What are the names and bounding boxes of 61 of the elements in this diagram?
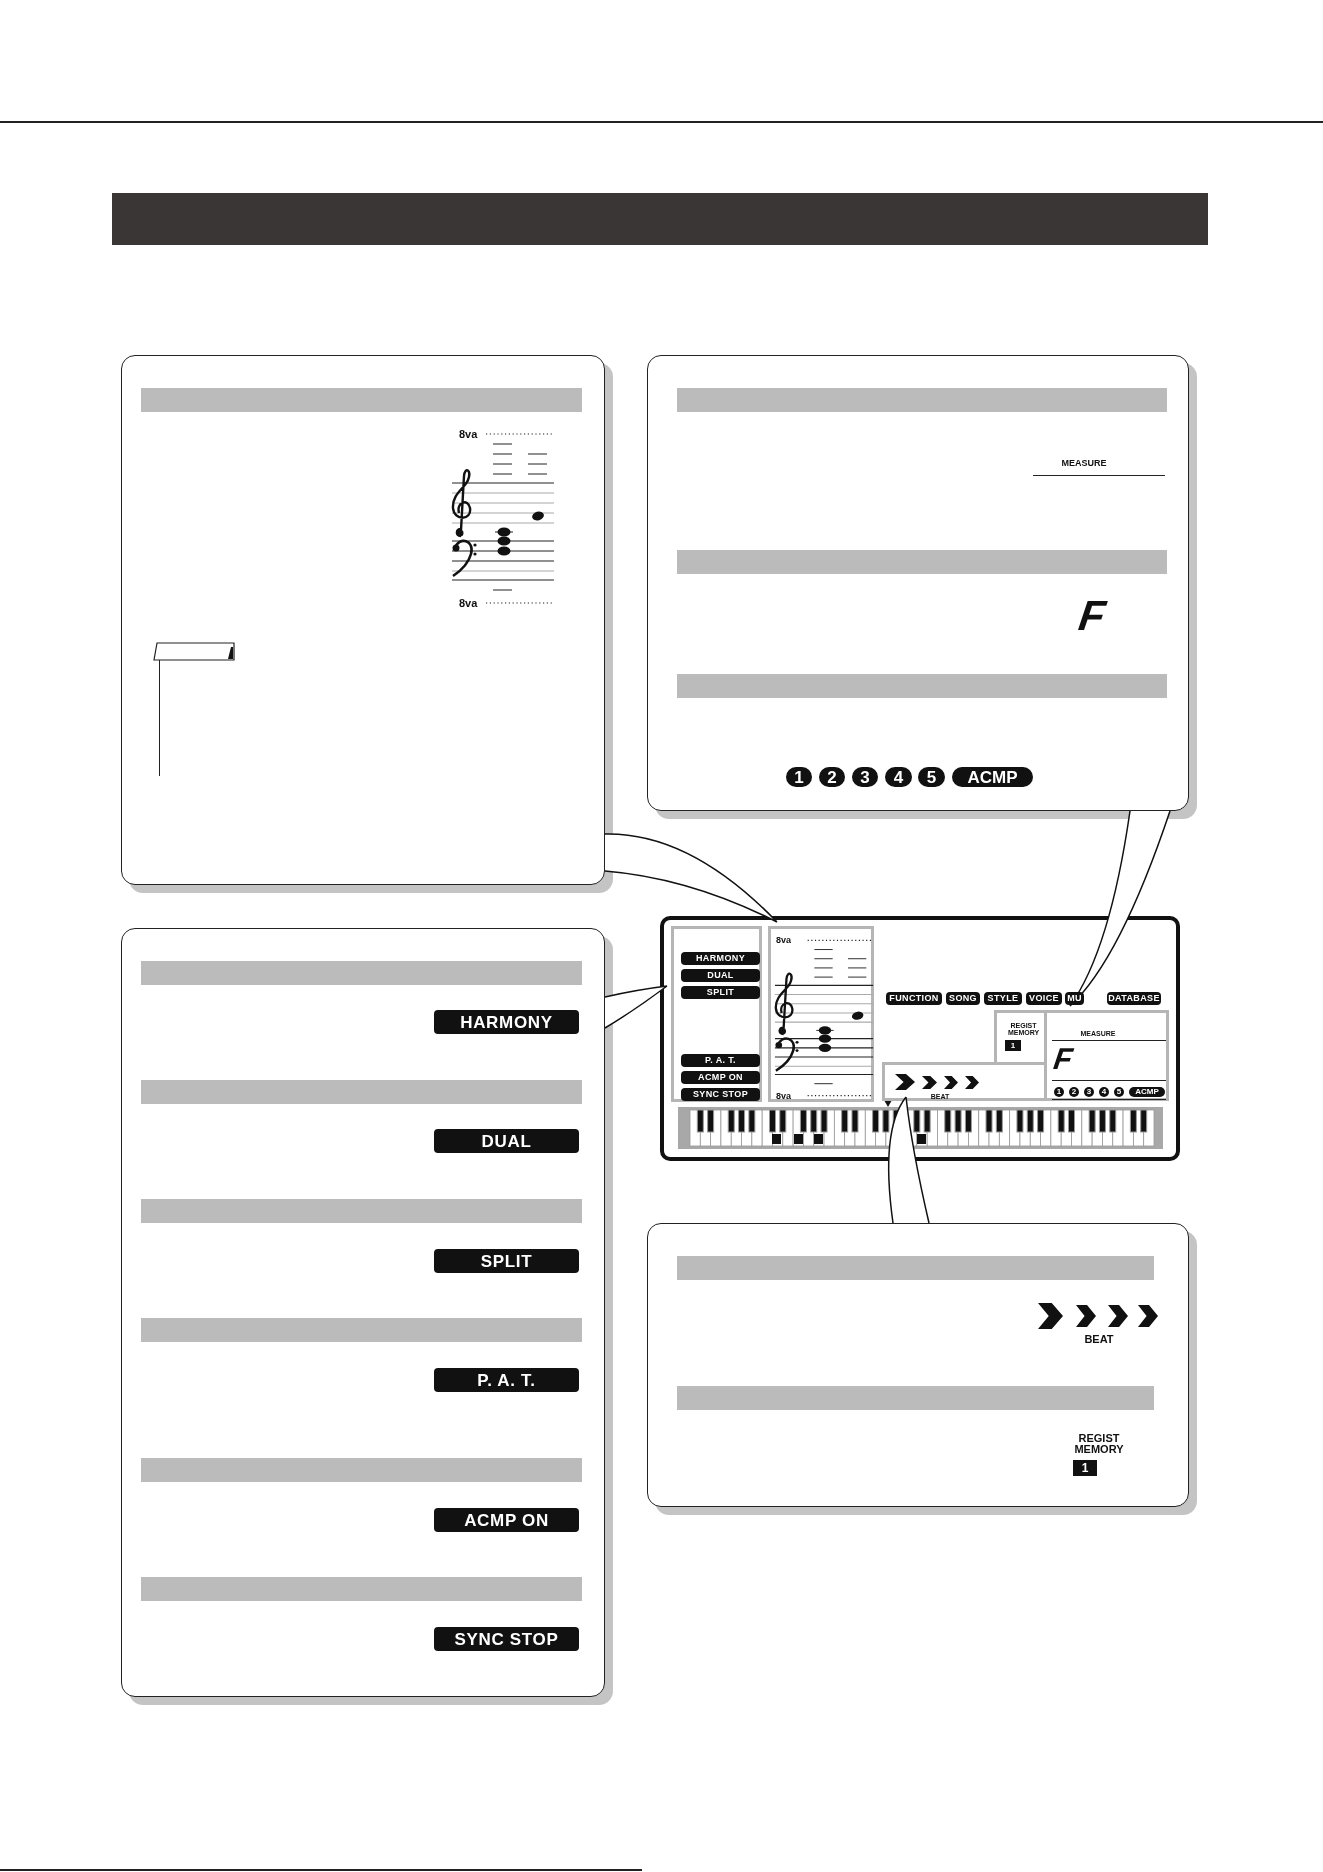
mode-indicator: ACMP ON [434, 1508, 579, 1532]
lcd-display [660, 916, 1180, 1161]
octave-mark: 8va [776, 1091, 793, 1101]
track-indicator: 2 [819, 767, 845, 787]
category-indicator: SONG [946, 992, 980, 1005]
mode-indicator: SYNC STOP [434, 1627, 579, 1651]
track-indicator: 4 [885, 767, 912, 787]
track-indicator: 4 [1099, 1087, 1109, 1097]
heading-bar [141, 1458, 582, 1482]
callout-pointer [887, 1096, 930, 1224]
mode-indicator: P. A. T. [681, 1054, 760, 1067]
category-indicator: MU [1065, 992, 1084, 1005]
beat-label: BEAT [1083, 1333, 1115, 1345]
track-indicator: 1 [786, 767, 812, 787]
memory-number: 1 [1005, 1040, 1021, 1051]
category-indicator: DATABASE [1107, 992, 1161, 1005]
measure-panel [1044, 1010, 1169, 1101]
octave-mark: 8va [459, 428, 479, 440]
heading-bar [677, 1256, 1154, 1280]
track-indicator: 2 [1069, 1087, 1079, 1097]
callout-pointer [604, 833, 778, 923]
heading-bar [677, 674, 1167, 698]
heading-bar [141, 388, 582, 412]
heading-bar [141, 1199, 582, 1223]
heading-bar [677, 550, 1167, 574]
heading-bar [141, 961, 582, 985]
mode-indicator: DUAL [434, 1129, 579, 1153]
category-indicator: VOICE [1026, 992, 1062, 1005]
octave-mark: 8va [459, 597, 479, 609]
mode-indicator: DUAL [681, 969, 760, 982]
track-indicator: 5 [1114, 1087, 1124, 1097]
measure-label: MEASURE [1060, 457, 1108, 469]
mode-indicator: ACMP ON [681, 1071, 760, 1084]
mode-indicator: SYNC STOP [681, 1088, 760, 1101]
mode-indicator: P. A. T. [434, 1368, 579, 1392]
heading-bar [677, 1386, 1154, 1410]
category-indicator: FUNCTION [886, 992, 942, 1005]
mode-indicator: SPLIT [681, 986, 760, 999]
measure-digit: F [1051, 1043, 1075, 1075]
track-indicator: 1 [1054, 1087, 1064, 1097]
callout-pointer [604, 985, 668, 1029]
indicator-panel [671, 926, 762, 1102]
measure-digit: F [1075, 593, 1109, 639]
regist-memory-label: REGIST MEMORY [1073, 1431, 1125, 1457]
mode-indicator: SPLIT [434, 1249, 579, 1273]
callout-pointer [1069, 810, 1171, 1007]
acmp-indicator: ACMP [952, 767, 1033, 787]
mode-indicator: HARMONY [681, 952, 760, 965]
mode-indicator: HARMONY [434, 1010, 579, 1034]
track-indicator: 3 [1084, 1087, 1094, 1097]
heading-bar [141, 1577, 582, 1601]
acmp-indicator: ACMP [1129, 1087, 1165, 1097]
heading-bar [677, 388, 1167, 412]
category-indicator: STYLE [984, 992, 1022, 1005]
heading-bar [141, 1318, 582, 1342]
track-indicator: 5 [918, 767, 945, 787]
heading-bar [141, 1080, 582, 1104]
track-indicator: 3 [852, 767, 878, 787]
memory-number: 1 [1073, 1460, 1097, 1476]
octave-mark: 8va [776, 935, 793, 945]
beat-panel [882, 1062, 1047, 1101]
